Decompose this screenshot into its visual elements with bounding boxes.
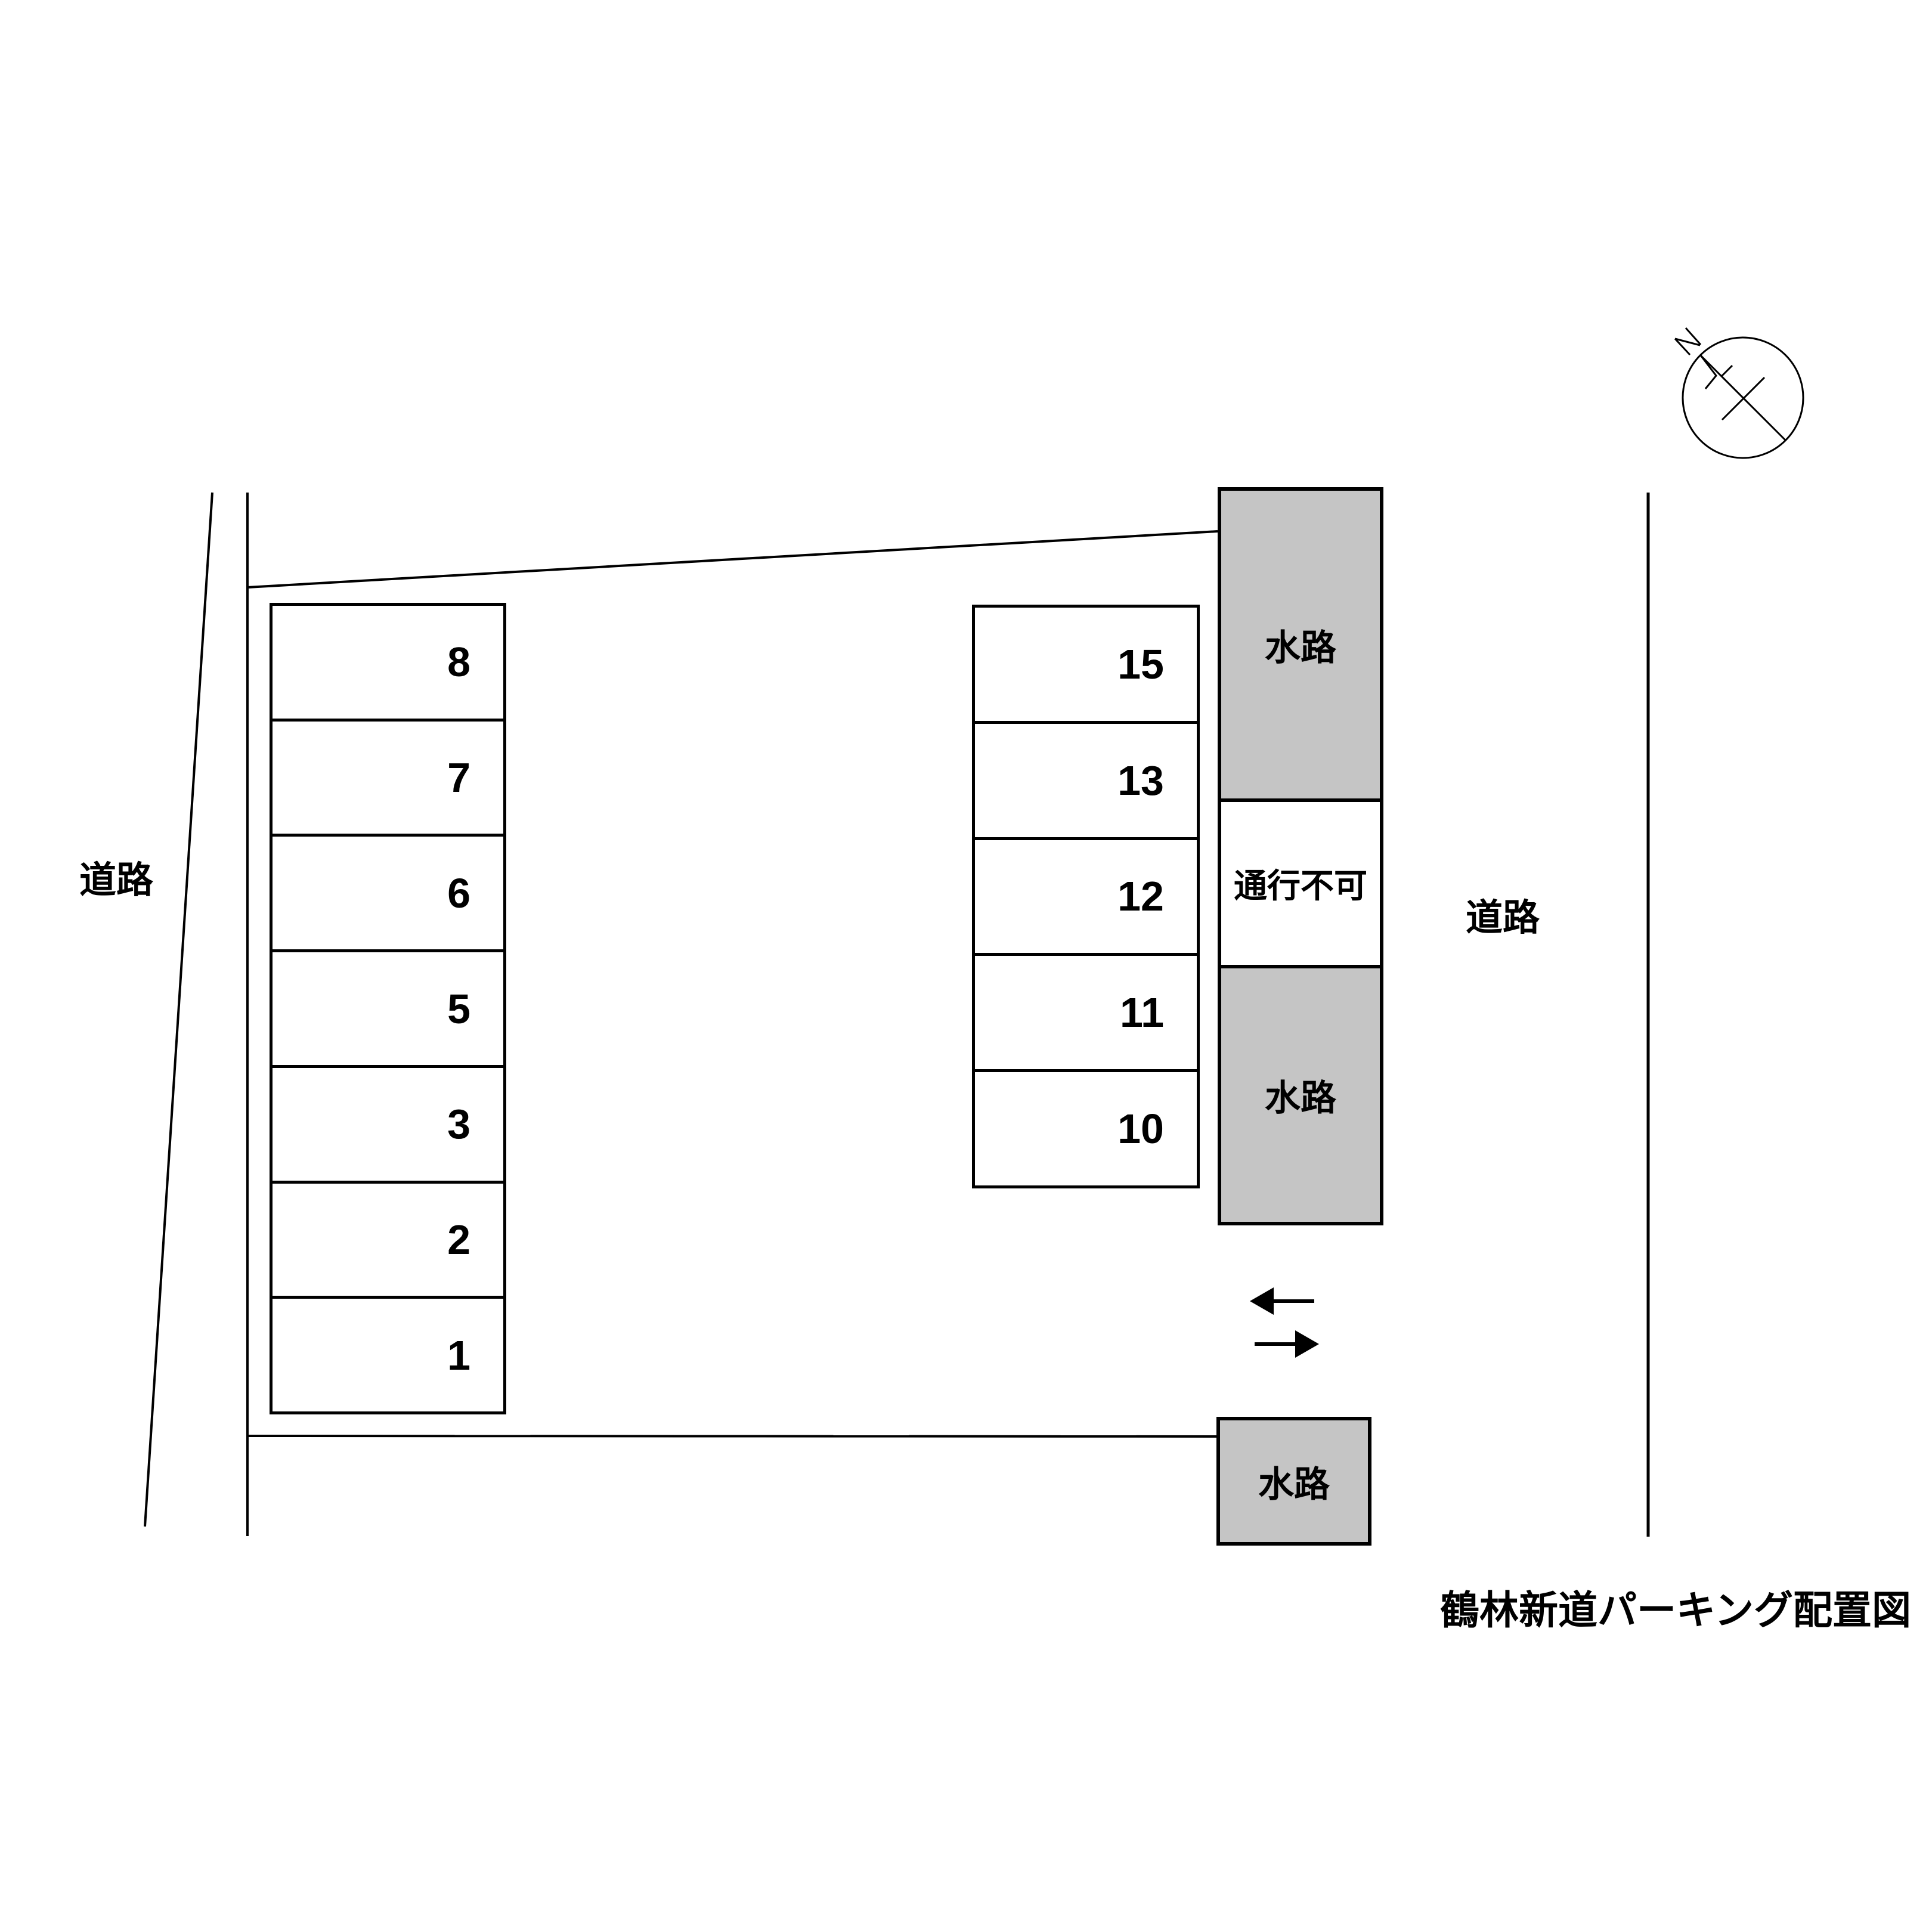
- waterway-box-middle: 水路: [1218, 965, 1383, 1225]
- parking-space-10: 10: [975, 1072, 1197, 1185]
- parking-space-7: 7: [273, 721, 503, 837]
- road-label-left: 道路: [79, 860, 153, 901]
- parking-space-8: 8: [273, 606, 503, 722]
- parking-space-15: 15: [975, 608, 1197, 724]
- waterway-label: 水路: [1265, 627, 1336, 668]
- parking-space-13: 13: [975, 723, 1197, 840]
- top-site-boundary-line: [247, 530, 1218, 589]
- waterway-label: 水路: [1258, 1464, 1330, 1504]
- parking-column-left: 8 7 6 5 3 2 1: [270, 603, 506, 1414]
- waterway-label: 水路: [1265, 1078, 1336, 1118]
- parking-space-6: 6: [273, 837, 503, 953]
- parking-space-2: 2: [273, 1183, 503, 1299]
- parking-space-1: 1: [273, 1299, 503, 1412]
- waterway-box-bottom: 水路: [1216, 1417, 1371, 1546]
- road-label-right: 道路: [1465, 897, 1540, 939]
- waterway-strip: 水路 通行不可 水路: [1218, 487, 1383, 1225]
- left-road-edge-line: [144, 492, 213, 1527]
- diagram-title: 鶴林新道パーキング配置図: [1439, 1588, 1911, 1632]
- north-compass-icon: [1674, 327, 1804, 459]
- parking-space-12: 12: [975, 840, 1197, 956]
- parking-space-11: 11: [975, 956, 1197, 1073]
- parking-column-right: 15 13 12 11 10: [972, 605, 1200, 1188]
- flow-arrow-right-icon: [1255, 1330, 1319, 1358]
- no-passage-label: 通行不可: [1234, 867, 1367, 905]
- no-passage-box: 通行不可: [1218, 798, 1383, 968]
- waterway-box-top: 水路: [1218, 487, 1383, 802]
- flow-arrow-left-icon: [1250, 1287, 1314, 1315]
- parking-space-5: 5: [273, 952, 503, 1068]
- parking-space-3: 3: [273, 1067, 503, 1184]
